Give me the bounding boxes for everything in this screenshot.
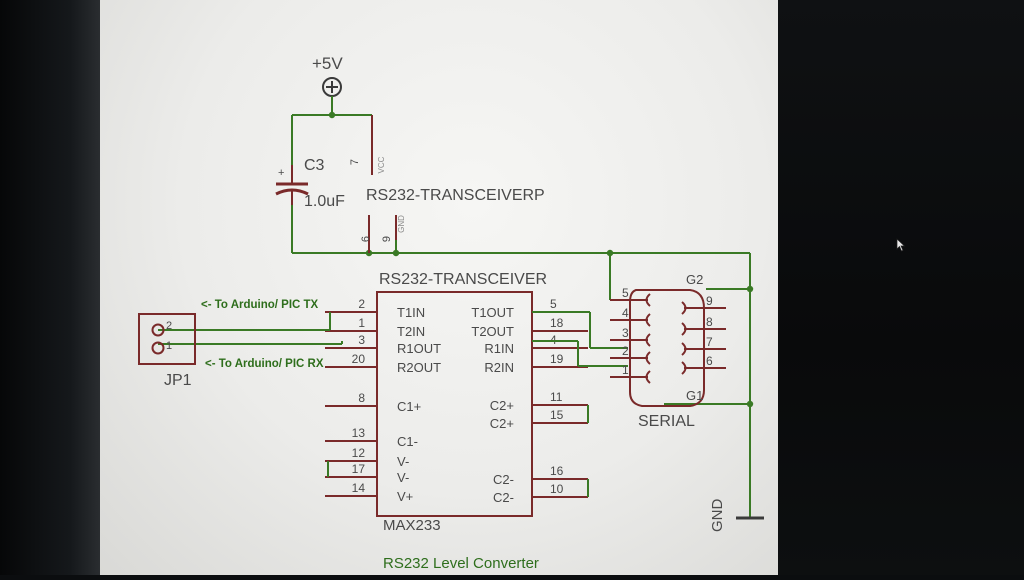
transceiver-power-name: RS232-TRANSCEIVERP [366,187,545,204]
pin-number: 2 [358,297,365,311]
serial-pin-contact [681,361,687,375]
serial-connector [629,289,705,407]
serial-pin-number: 7 [706,335,713,349]
serial-pin-contact [645,351,651,365]
transceiver-name: RS232-TRANSCEIVER [379,271,547,288]
signal-nets [158,253,750,497]
serial-pin-number: 3 [622,326,629,340]
gnd2-pin-number: 9 [381,236,393,242]
serial-pin-contact [681,322,687,336]
serial-pin-group: 5 4 3 2 1 9 8 7 6 [610,286,726,384]
capacitor-value: 1.0uF [304,193,345,210]
gnd1-pin-number: 6 [360,236,372,242]
pin-name: C1+ [397,399,421,414]
serial-pin-number: 9 [706,294,713,308]
pin-name: T1IN [397,305,425,320]
pin-name: C2+ [490,416,514,431]
serial-pin-contact [645,370,651,384]
jumper-body [138,313,196,365]
serial-pin-number: 4 [622,306,629,320]
junction-dot [392,249,400,257]
right-pin-group: 5T1OUT18T2OUT4R1IN19R2IN11C2+15C2+16C2-1… [471,297,588,505]
serial-pin-contact [645,293,651,307]
serial-pin-number: 2 [622,344,629,358]
serial-pin-contact [645,313,651,327]
serial-name: SERIAL [638,413,695,430]
transceiver-value: MAX233 [383,517,441,534]
capacitor-name: C3 [304,157,325,174]
power-symbol-icon [322,77,342,97]
pin-number: 8 [358,391,365,405]
serial-pin-contact [681,342,687,356]
pin-number: 3 [358,333,365,347]
pin-name: V- [397,454,409,469]
pin-name: C1- [397,434,418,449]
pin-name: R1IN [484,341,514,356]
pin-name: R2IN [484,360,514,375]
pin-number: 19 [550,352,564,366]
tx-label: <- To Arduino/ PIC TX [201,299,319,311]
pin-number: 13 [352,426,366,440]
serial-pin-number: 1 [622,363,629,377]
ground-symbol-icon [736,505,764,520]
jumper-pin1-label: 1 [166,340,172,352]
pin-number: 17 [352,462,366,476]
pin-number: 12 [352,446,366,460]
pin-number: 16 [550,464,564,478]
pin-name: T2OUT [471,324,514,339]
pin-name: V- [397,470,409,485]
schematic-sheet: +5V 7 VCC 6 9 [100,0,778,575]
jumper-pin [151,323,165,337]
power-label: +5V [312,54,343,73]
pin-name: C2- [493,472,514,487]
serial-g1-label: G1 [686,388,703,403]
pin-name: C2- [493,490,514,505]
pin-number: 10 [550,482,564,496]
pin-number: 11 [550,390,563,404]
gnd-pin-name: GND [397,215,406,233]
junction-dot [328,111,336,119]
serial-pin-contact [681,301,687,315]
pin-name: T2IN [397,324,425,339]
pin-number: 1 [358,316,365,330]
pin-name: V+ [397,489,413,504]
vcc-pin-number: 7 [349,159,361,165]
capacitor-plus: + [278,167,284,179]
serial-pin-number: 6 [706,354,713,368]
serial-g2-label: G2 [686,272,703,287]
diagram-title: RS232 Level Converter [383,555,539,572]
junction-dot [746,285,754,293]
pin-name: T1OUT [471,305,514,320]
jumper-pin2-label: 2 [166,320,172,332]
pin-name: R2OUT [397,360,441,375]
rx-label: <- To Arduino/ PIC RX [205,358,324,370]
pin-number: 18 [550,316,564,330]
capacitor-c3 [275,165,309,205]
mouse-cursor-icon [896,238,906,252]
serial-pin-number: 8 [706,315,713,329]
jumper-pin [151,341,165,355]
dark-left-edge [0,0,100,575]
serial-pin-contact [645,333,651,347]
jumper-name: JP1 [164,372,192,389]
pin-number: 14 [352,481,366,495]
pin-name: R1OUT [397,341,441,356]
pin-number: 20 [352,352,366,366]
pin-number: 5 [550,297,557,311]
transceiver-power-pins [368,115,397,253]
left-pin-group: 2T1IN1T2IN3R1OUT20R2OUT8C1+13C1-12V-17V-… [325,297,441,504]
serial-pin-number: 5 [622,286,629,300]
junction-dot [746,400,754,408]
pin-number: 15 [550,408,564,422]
dark-right-area [778,0,1024,575]
pin-name: C2+ [490,398,514,413]
vcc-pin-name: VCC [377,156,386,173]
ground-label: GND [709,499,726,533]
schematic-diagram: +5V 7 VCC 6 9 [138,54,764,572]
